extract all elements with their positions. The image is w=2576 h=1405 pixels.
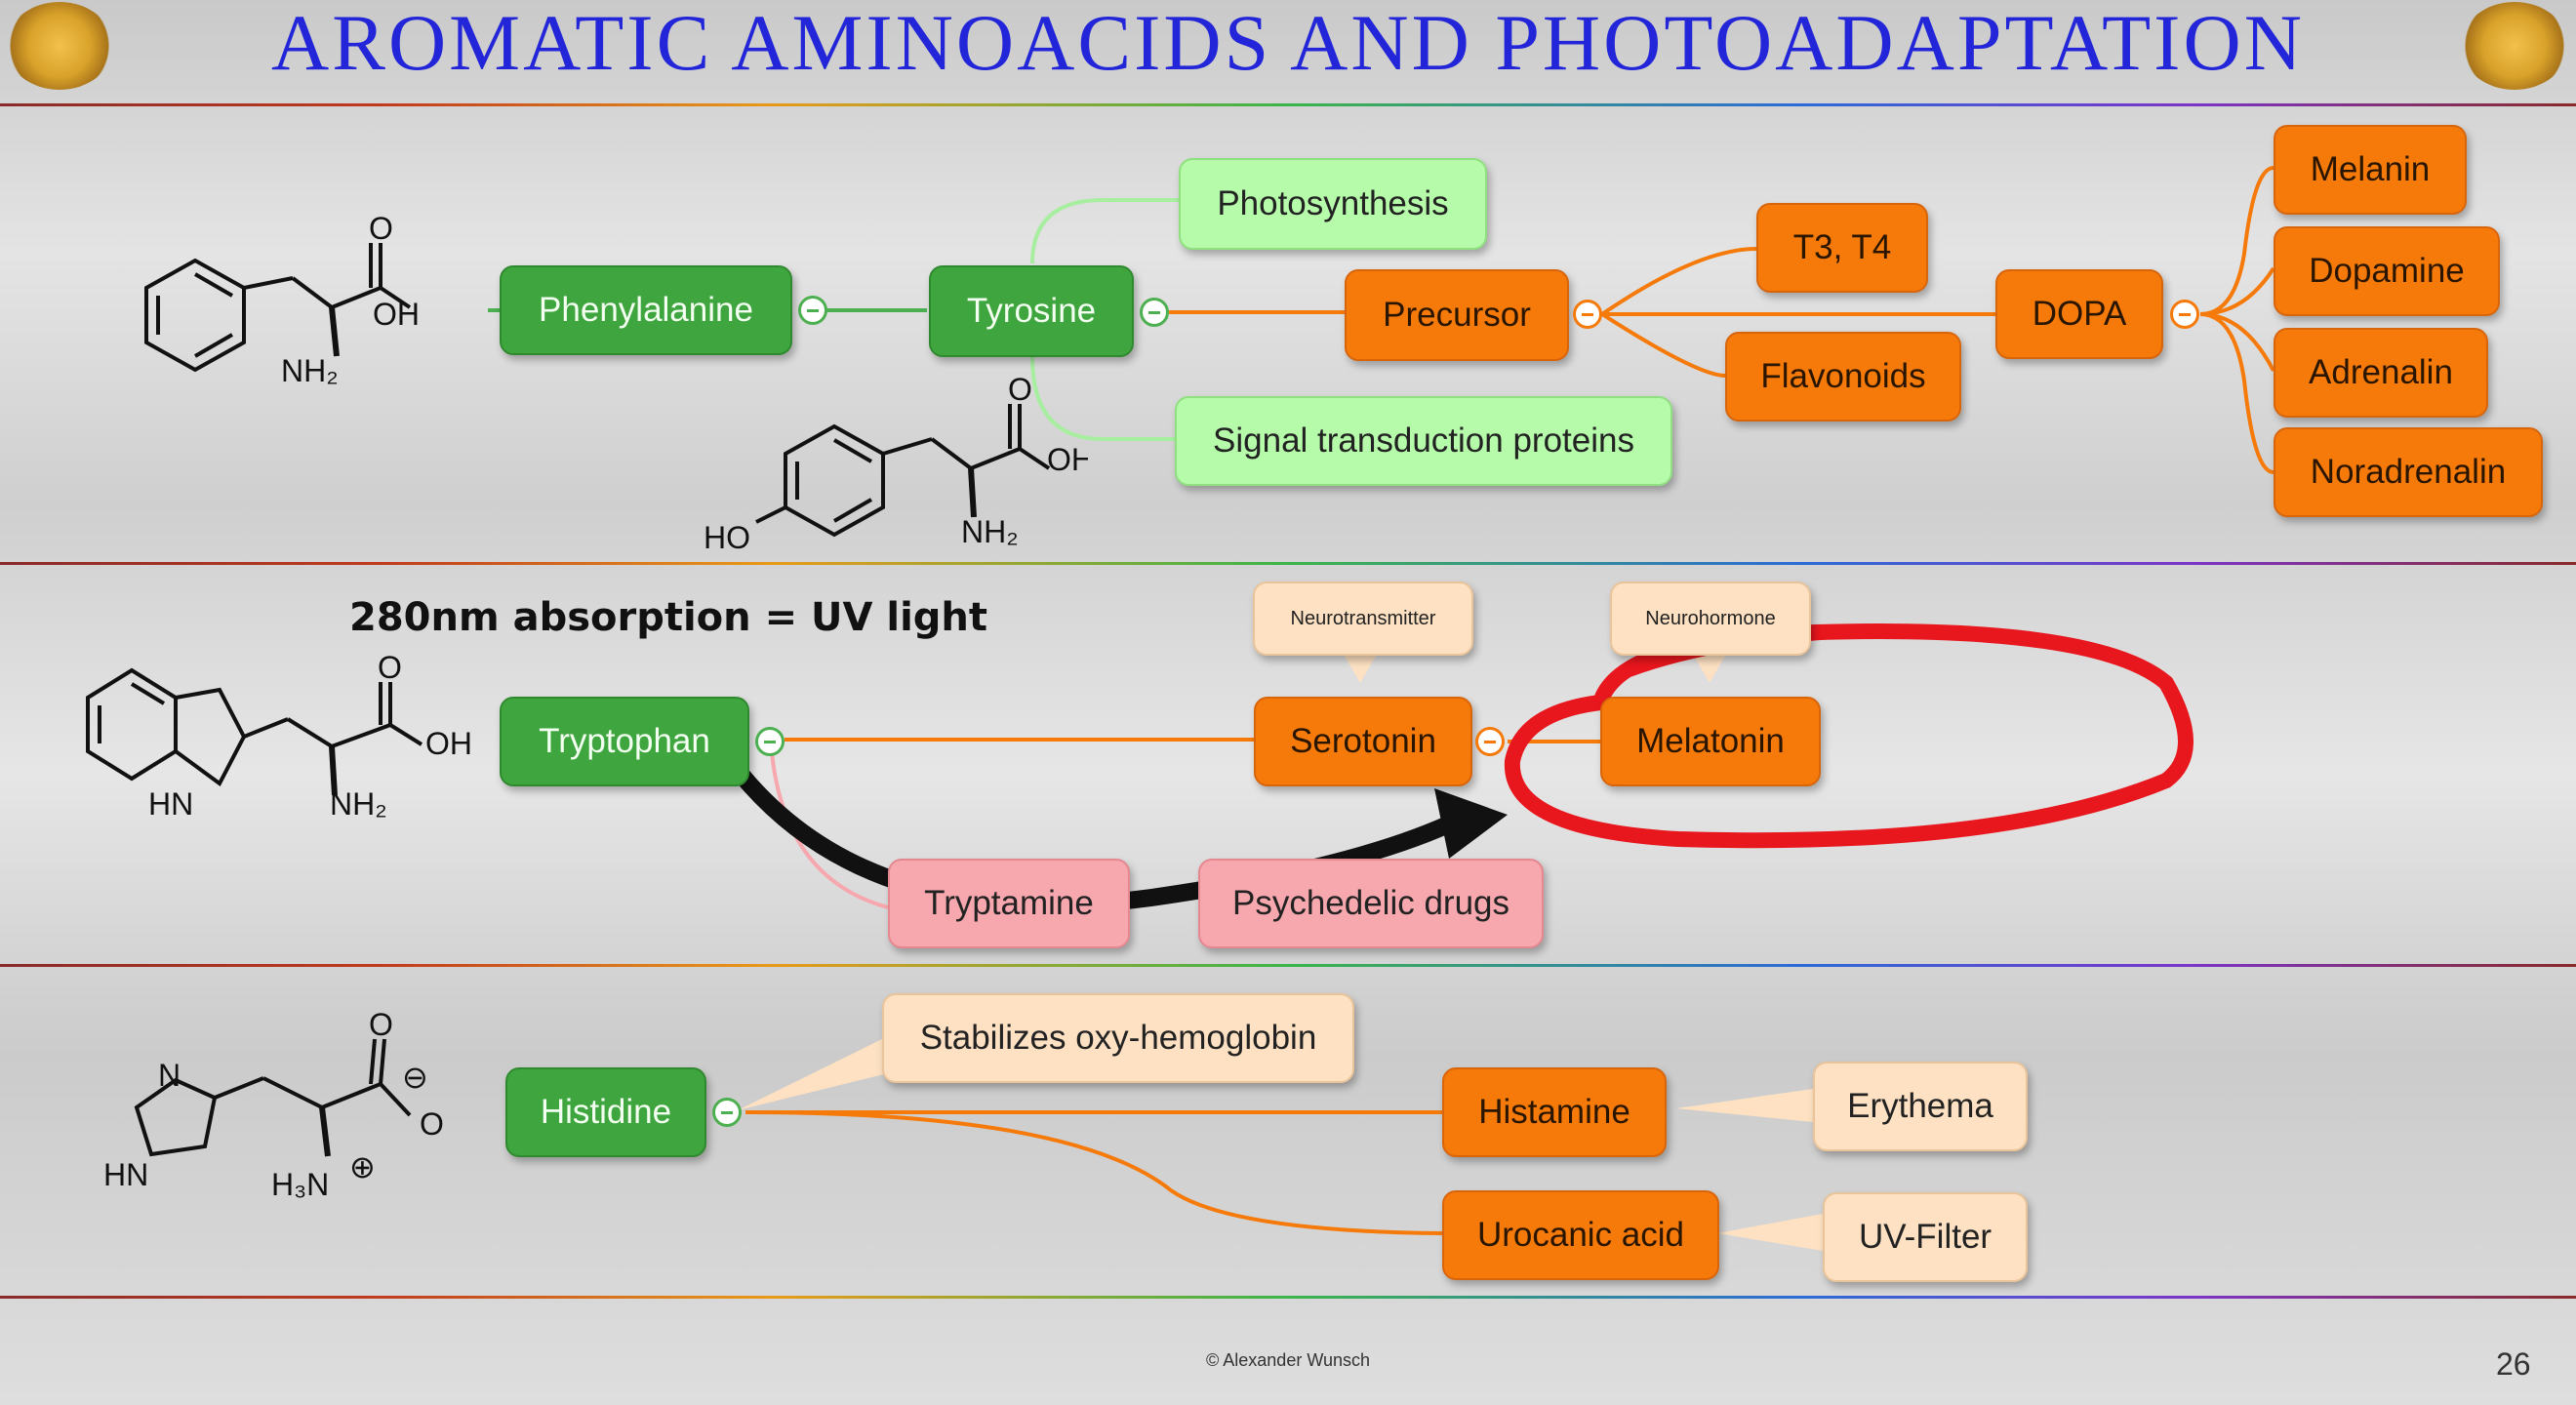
arrow-head (1434, 788, 1508, 859)
svg-text:HN: HN (103, 1157, 148, 1192)
dopamine-node[interactable]: Dopamine (2274, 226, 2500, 316)
svg-text:O: O (378, 650, 402, 685)
svg-text:O: O (369, 211, 393, 246)
uv-filter-node[interactable]: UV-Filter (1823, 1192, 2028, 1282)
urocanic-acid-node[interactable]: Urocanic acid (1442, 1190, 1719, 1280)
svg-text:N: N (158, 1058, 181, 1093)
highlight-ring (1504, 623, 2194, 849)
svg-text:⊕: ⊕ (349, 1149, 376, 1184)
copyright-text: © Alexander Wunsch (1206, 1350, 1371, 1370)
erythema-node[interactable]: Erythema (1813, 1062, 2028, 1151)
neurotransmitter-callout: Neurotransmitter (1253, 582, 1473, 656)
melatonin-node[interactable]: Melatonin (1600, 697, 1821, 786)
svg-text:OH: OH (373, 297, 420, 332)
svg-text:NH₂: NH₂ (330, 786, 387, 822)
svg-text:O: O (420, 1106, 444, 1142)
svg-text:HO: HO (704, 520, 750, 555)
collapse-toggle-serotonin[interactable] (1475, 727, 1505, 756)
divider-top (0, 103, 2576, 106)
precursor-node[interactable]: Precursor (1345, 269, 1569, 361)
uv-absorption-annotation: 280nm absorption = UV light (349, 595, 988, 640)
signal-transduction-proteins-node[interactable]: Signal transduction proteins (1175, 396, 1672, 486)
collapse-toggle-precursor[interactable] (1573, 300, 1602, 329)
seal-left-logo (6, 2, 113, 90)
psychedelic-drugs-node[interactable]: Psychedelic drugs (1198, 859, 1544, 948)
histamine-node[interactable]: Histamine (1442, 1067, 1667, 1157)
collapse-toggle-tyrosine[interactable] (1140, 298, 1169, 327)
stabilizes-oxy-hemoglobin-node[interactable]: Stabilizes oxy-hemoglobin (882, 993, 1354, 1083)
svg-text:NH₂: NH₂ (961, 514, 1019, 549)
svg-text:HN: HN (148, 786, 193, 822)
tyrosine-node[interactable]: Tyrosine (929, 265, 1134, 357)
svg-text:OH: OH (1047, 442, 1088, 477)
noradrenalin-node[interactable]: Noradrenalin (2274, 427, 2543, 517)
svg-text:⊖: ⊖ (402, 1060, 428, 1095)
histidine-structure-diagram: N HN O O ⊖ H₃N ⊕ (103, 1007, 444, 1202)
tryptamine-node[interactable]: Tryptamine (888, 859, 1130, 948)
svg-text:OH: OH (425, 726, 472, 761)
histidine-node[interactable]: Histidine (505, 1067, 706, 1157)
divider-bottom (0, 1296, 2576, 1299)
phenylalanine-node[interactable]: Phenylalanine (500, 265, 792, 355)
flavonoids-node[interactable]: Flavonoids (1725, 332, 1961, 422)
svg-text:NH₂: NH₂ (281, 353, 339, 388)
collapse-toggle-dopa[interactable] (2170, 300, 2199, 329)
collapse-toggle-tryptophan[interactable] (755, 727, 785, 756)
page-number: 26 (2496, 1346, 2531, 1382)
tryptophan-node[interactable]: Tryptophan (500, 697, 749, 786)
svg-text:O: O (369, 1007, 393, 1042)
serotonin-node[interactable]: Serotonin (1254, 697, 1472, 786)
tryptophan-structure-diagram: O OH NH₂ HN (86, 650, 472, 822)
svg-text:H₃N: H₃N (271, 1167, 329, 1202)
phenylalanine-structure-diagram: O OH NH₂ (144, 211, 420, 388)
melanin-node[interactable]: Melanin (2274, 125, 2467, 215)
photosynthesis-node[interactable]: Photosynthesis (1179, 158, 1487, 250)
svg-text:O: O (1008, 372, 1032, 407)
collapse-toggle-histidine[interactable] (712, 1098, 742, 1127)
divider-2 (0, 964, 2576, 967)
dopa-node[interactable]: DOPA (1995, 269, 2163, 359)
adrenalin-node[interactable]: Adrenalin (2274, 328, 2488, 418)
neurohormone-callout: Neurohormone (1610, 582, 1811, 656)
t3-t4-node[interactable]: T3, T4 (1756, 203, 1928, 293)
tyrosine-structure-diagram: O OH NH₂ HO (704, 372, 1088, 555)
collapse-toggle-phenylalanine[interactable] (798, 296, 827, 325)
divider-1 (0, 562, 2576, 565)
slide-title: AROMATIC AMINOACIDS AND PHOTOADAPTATION (271, 0, 2305, 87)
seal-right-logo (2461, 2, 2568, 90)
